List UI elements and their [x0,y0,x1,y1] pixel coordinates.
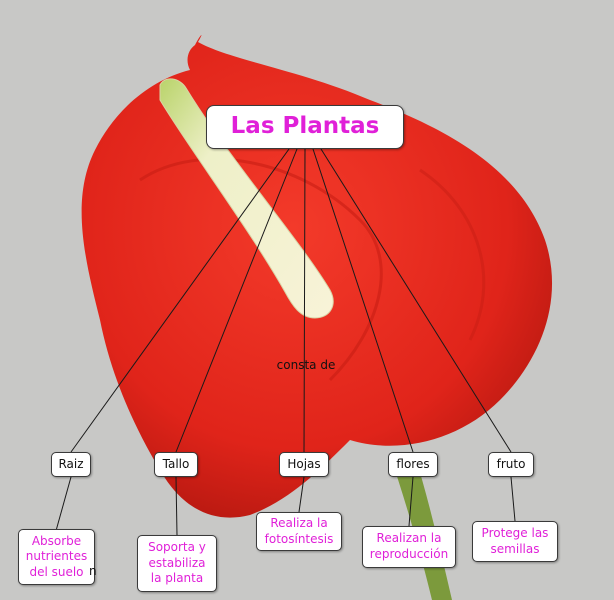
connector-title-raiz [70,148,290,453]
description-hojas[interactable]: Realiza la fotosíntesis [256,512,342,551]
link-label: consta de [276,358,336,372]
category-tallo[interactable]: Tallo [154,452,198,477]
connector-title-hojas [303,148,306,453]
category-hojas[interactable]: Hojas [279,452,329,477]
flower-spadix [159,78,334,319]
category-raiz[interactable]: Raiz [51,452,91,477]
category-fruto[interactable]: fruto [488,452,534,477]
connector-title-tallo [175,148,298,453]
stray-text: n [89,564,97,578]
spathe-vein [419,168,486,341]
connector-fruto-description [510,476,516,522]
connector-lines [56,148,516,536]
connector-flores-description [408,476,414,527]
page-title: Las Plantas [206,105,404,149]
description-tallo[interactable]: Soporta y estabiliza la planta [137,535,217,592]
category-flores[interactable]: flores [388,452,438,477]
description-flores[interactable]: Realizan la reproducción [362,526,456,568]
description-fruto[interactable]: Protege las semillas [472,521,558,562]
description-raiz[interactable]: Absorbe nutrientes del suelo [18,529,95,585]
connector-raiz-description [56,476,72,530]
connector-title-fruto [320,148,512,453]
connector-hojas-description [298,476,305,513]
connector-tallo-description [175,476,178,536]
connector-title-flores [312,148,414,453]
